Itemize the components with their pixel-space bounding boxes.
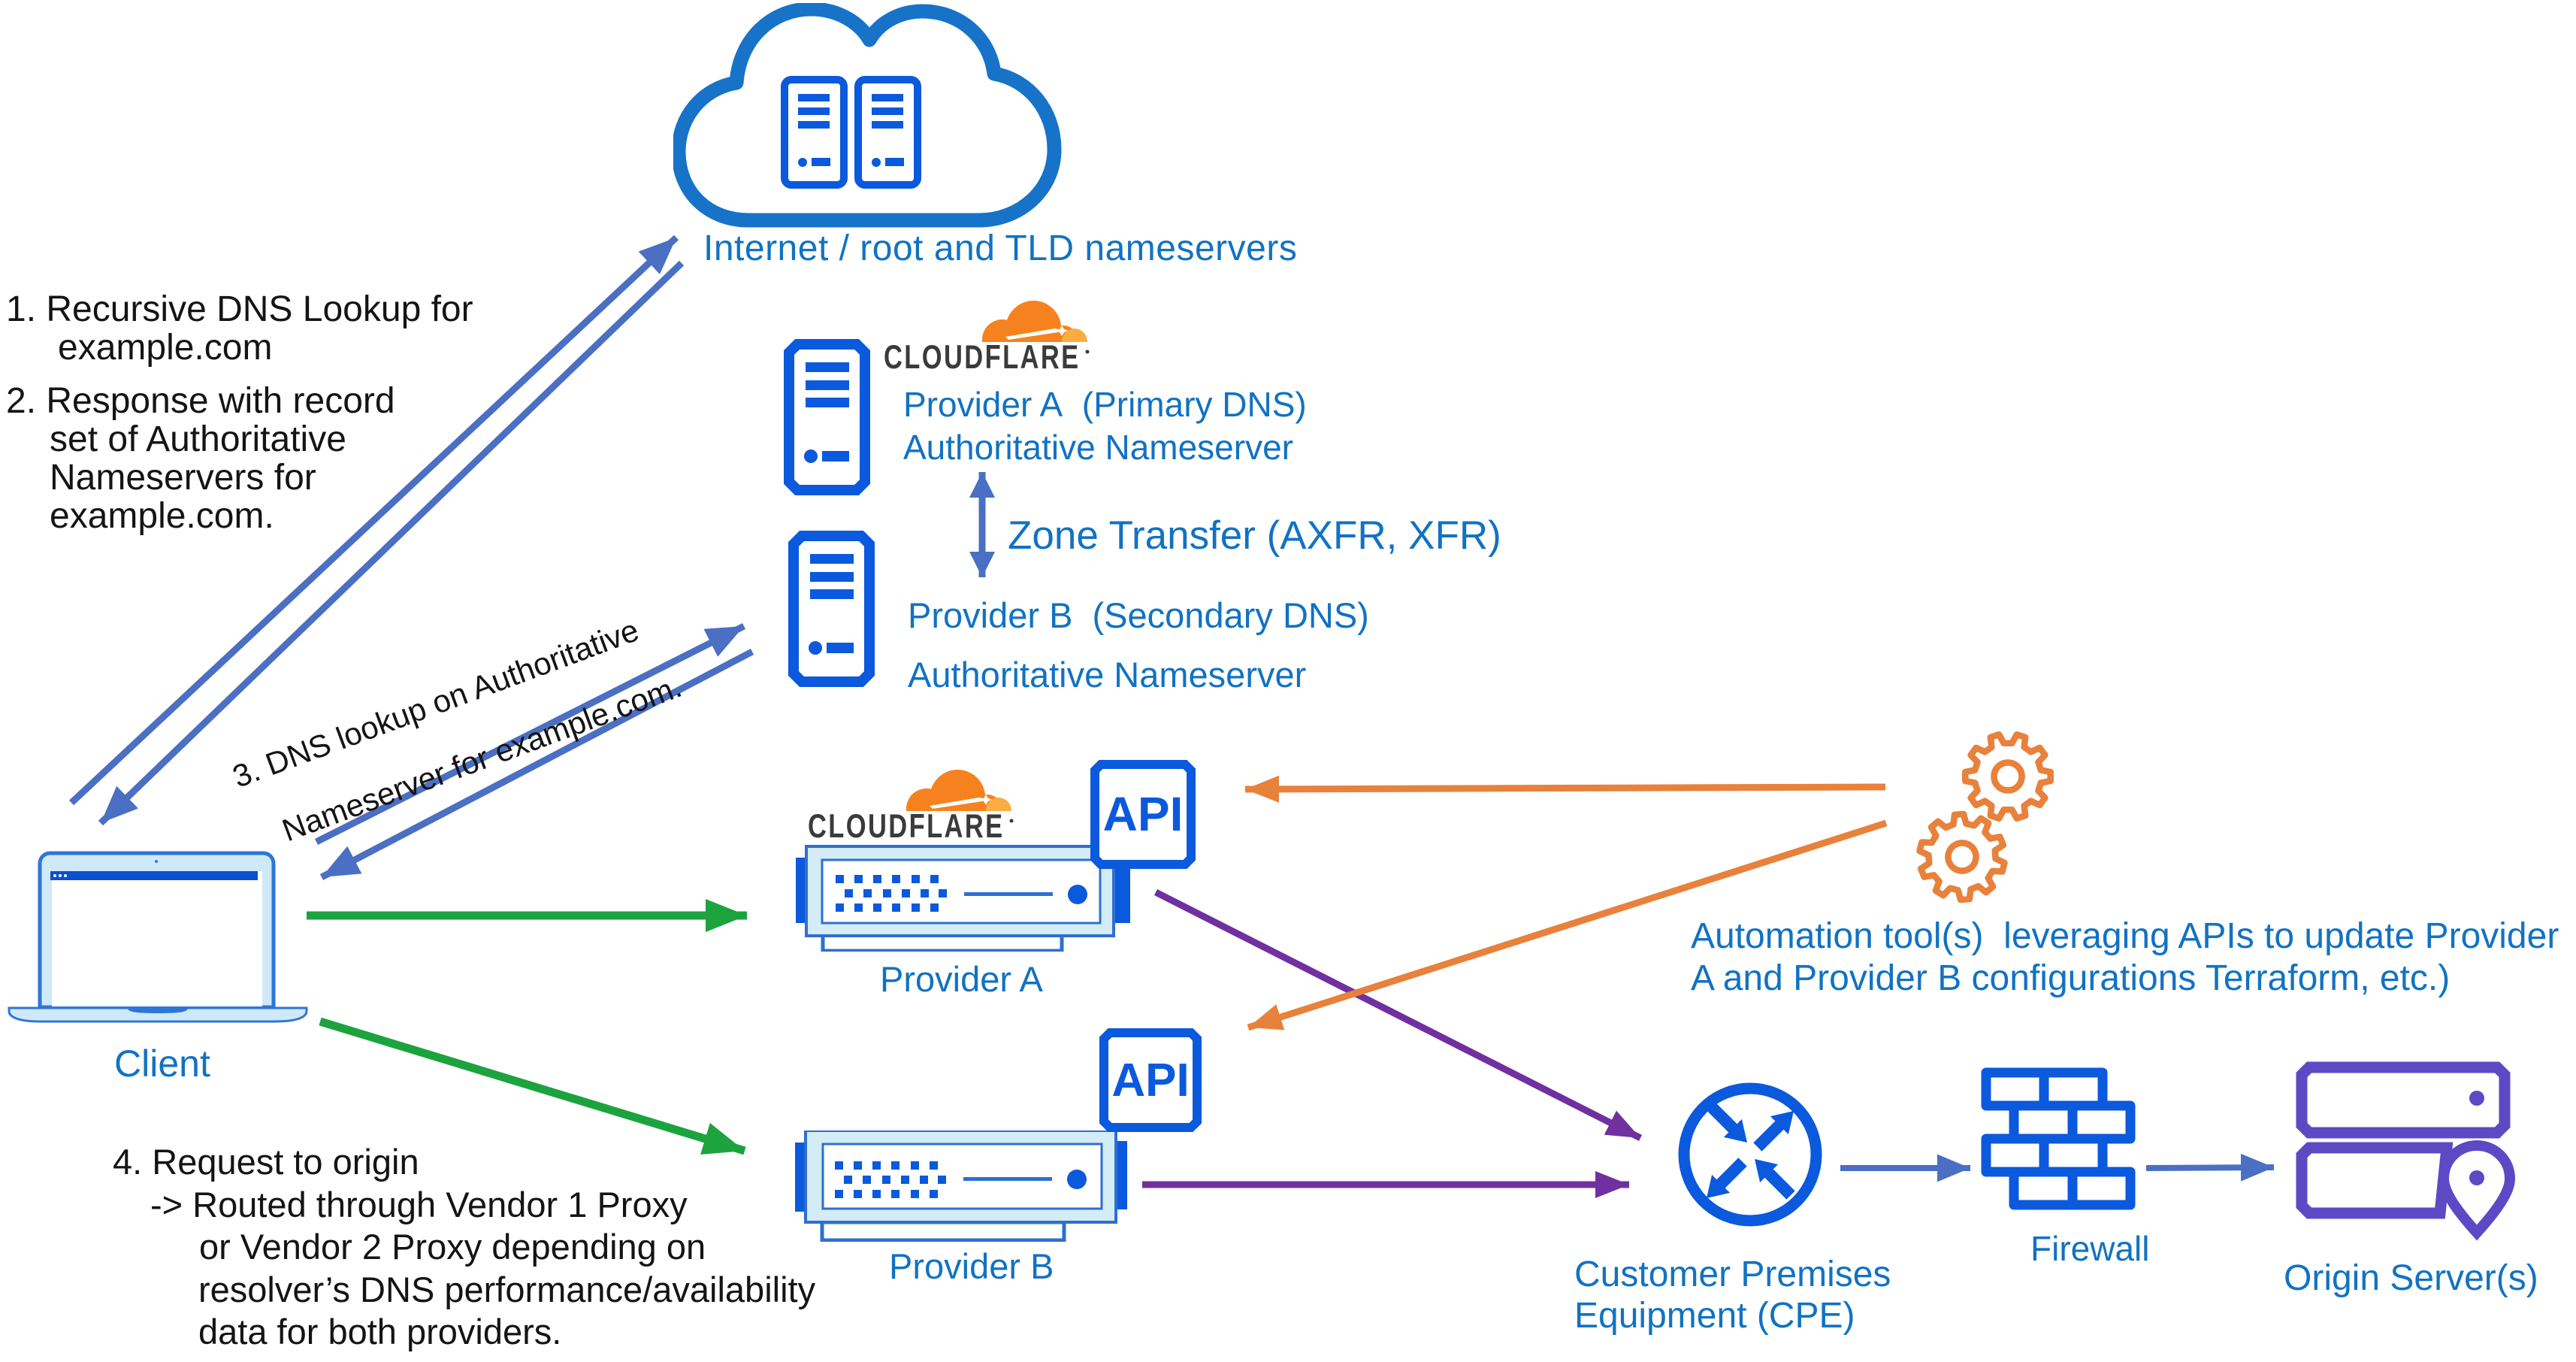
svg-text:API: API	[1103, 787, 1184, 841]
svg-text:API: API	[1111, 1055, 1189, 1106]
svg-text:CLOUDFLARE: CLOUDFLARE	[808, 808, 1005, 842]
svg-text:CLOUDFLARE: CLOUDFLARE	[884, 339, 1081, 373]
